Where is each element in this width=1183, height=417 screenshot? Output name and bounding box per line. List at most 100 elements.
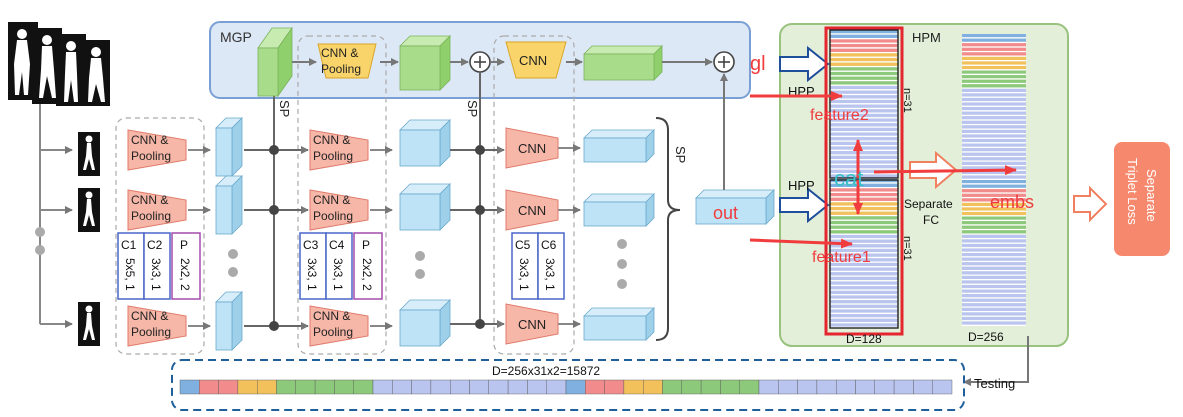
mgp-green-cube [399,35,451,91]
concatenated-embedding-strip [179,379,953,395]
gl-annotation: gl [750,53,766,75]
frame-silhouette-icon [78,188,100,232]
svg-text:CNN: CNN [518,203,546,218]
cnn-block: CNN [505,127,559,169]
feature-highlight-box [824,26,904,336]
svg-text:2x2, 2: 2x2, 2 [178,258,192,291]
cnn-pooling-block: CNN & Pooling [309,129,369,171]
conv-table-stage2: C3 C4 P 3x3, 1 3x3, 1 2x2, 2 [299,232,383,300]
silhouette-stack-icon [8,22,110,106]
separate-fc-label: FC [923,213,939,227]
triplet-loss-box [1114,142,1170,256]
svg-text:C1: C1 [121,238,137,252]
dimension-label: D=256 [968,330,1004,344]
svg-text:3x3, 1: 3x3, 1 [331,258,345,291]
hpp-arrow-icon [779,45,830,83]
cnn-pooling-block: CNN & Pooling [127,305,187,347]
svg-text:3x3, 1: 3x3, 1 [517,258,531,291]
frame-silhouette-icon [78,132,100,176]
sp-label: SP [465,100,480,117]
feature-map-icon [583,129,655,163]
red-annotation-arrows [749,91,1017,249]
feature1-annotation: feature1 [812,249,871,266]
vertical-ellipsis-icon [617,239,627,289]
feature-map-icon [399,183,451,231]
frame-silhouette-icon [78,302,100,346]
mgp-green-flat [583,45,663,81]
loss-label: Triplet Loss [1125,158,1140,225]
plus-node-icon [469,51,491,73]
separate-fc-label: Separate [904,197,953,211]
svg-text:CNN &: CNN & [131,193,168,207]
feature-map-icon [399,299,451,347]
svg-text:CNN: CNN [519,53,547,68]
top-group-outline [829,29,899,179]
svg-text:Pooling: Pooling [313,209,353,223]
svg-text:Pooling: Pooling [131,149,171,163]
svg-text:CNN: CNN [518,141,546,156]
cat-annotation: cat [834,166,863,191]
svg-text:Pooling: Pooling [131,209,171,223]
svg-text:3x3, 1: 3x3, 1 [543,258,557,291]
svg-text:CNN: CNN [518,317,546,332]
junction-nodes [475,145,485,329]
svg-text:C3: C3 [303,238,319,252]
cnn-pooling-block: CNN & Pooling [127,189,187,231]
mgp-pooling-block: CNN & Pooling [317,43,377,79]
svg-text:CNN &: CNN & [313,193,350,207]
svg-text:CNN &: CNN & [313,133,350,147]
vertical-ellipsis-icon [35,227,45,255]
n-label: n=31 [901,236,913,261]
junction-nodes [269,145,279,331]
vertical-ellipsis-icon [415,251,425,279]
svg-text:Pooling: Pooling [313,149,353,163]
loss-label: Separate [1144,169,1159,222]
hpp-arrow-icon [779,186,830,224]
feature-map-icon [583,193,655,227]
embedding-dimension-label: D=256x31x2=15872 [492,364,600,378]
svg-text:CNN &: CNN & [131,133,168,147]
svg-text:C4: C4 [329,238,345,252]
svg-text:C6: C6 [541,238,557,252]
brace [655,117,681,341]
plus-node-icon [713,51,735,73]
conv-table-stage3: C5 C6 3x3, 1 3x3, 1 [511,232,565,300]
hpp-label: HPP [788,178,815,193]
dimension-label: D=128 [846,332,882,346]
hpp-feature-stripes-d128 [830,30,898,328]
stage-group-boxes [115,35,575,355]
testing-label: Testing [974,376,1015,391]
cnn-pooling-block: CNN & Pooling [309,189,369,231]
svg-text:5x5, 1: 5x5, 1 [123,258,137,291]
feature-map-icon [215,291,243,351]
testing-arrow [963,336,1029,386]
out-annotation: out [713,203,738,223]
flow-arrows [188,146,211,330]
svg-text:P: P [362,238,370,252]
svg-text:Pooling: Pooling [313,325,353,339]
svg-text:Pooling: Pooling [321,62,361,76]
out-feature-map [695,189,775,225]
svg-text:Pooling: Pooling [131,325,171,339]
feature-map-icon [583,307,655,341]
feature-map-icon [399,119,451,167]
n-label: n=31 [901,88,913,113]
svg-text:CNN &: CNN & [313,309,350,323]
mgp-cnn-block: CNN [505,41,567,79]
svg-text:C2: C2 [147,238,163,252]
flow-arrows [370,146,393,330]
loss-arrow-icon [1073,185,1108,223]
svg-text:CNN &: CNN & [131,309,168,323]
feature-map-icon [215,117,243,177]
embs-annotation: embs [990,192,1034,212]
hpm-title: HPM [912,30,941,45]
vertical-ellipsis-icon [228,249,238,277]
svg-text:CNN &: CNN & [321,46,358,60]
svg-text:P: P [180,238,188,252]
cnn-block: CNN [505,189,559,231]
mgp-label: MGP [220,29,252,45]
cnn-pooling-block: CNN & Pooling [309,305,369,347]
feature-map-icon [215,175,243,235]
